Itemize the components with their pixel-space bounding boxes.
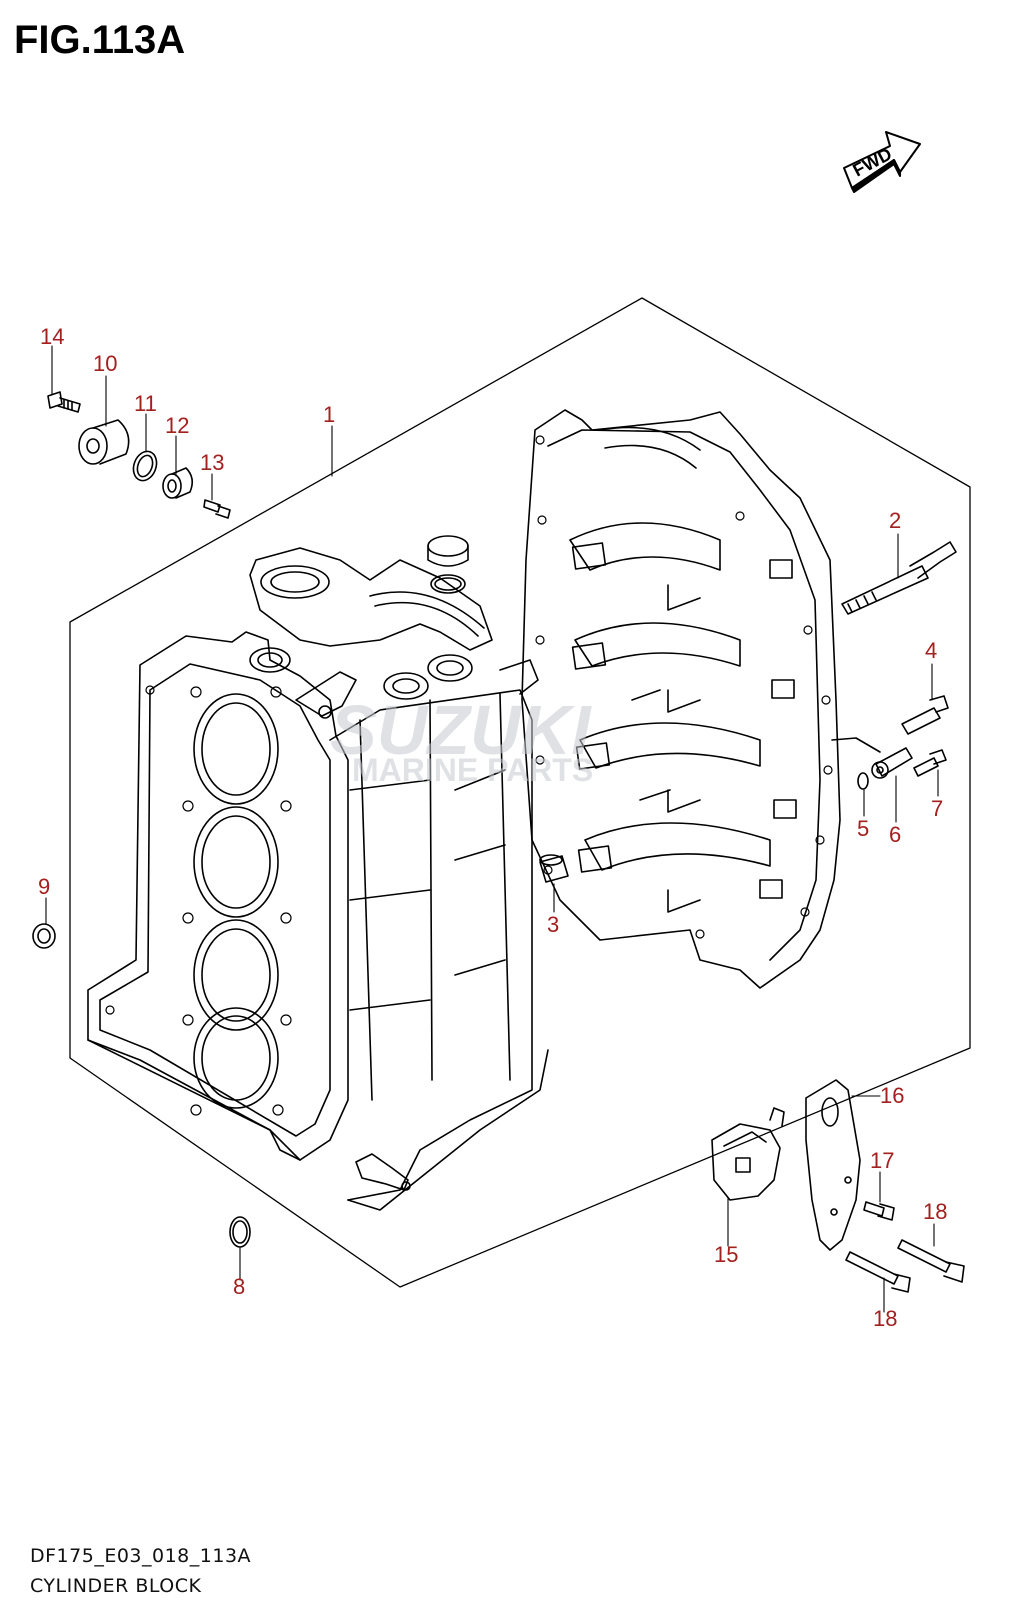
- callout-11: 11: [134, 391, 157, 416]
- bolt-17: [863, 1201, 895, 1221]
- bolt-4: [901, 695, 949, 735]
- callout-4: 4: [925, 638, 938, 663]
- crankcase: [521, 409, 841, 989]
- callout-16: 16: [880, 1083, 905, 1108]
- cylinder-block: [87, 547, 549, 1211]
- callout-5: 5: [857, 816, 870, 841]
- fwd-arrow-icon: [843, 131, 921, 193]
- bolt-18-bottom: [845, 1251, 911, 1293]
- bolt-2: [841, 541, 957, 615]
- callout-18-bottom: 18: [873, 1306, 898, 1331]
- oring-8: [229, 1216, 251, 1248]
- callout-2: 2: [889, 508, 902, 533]
- callout-14: 14: [40, 324, 65, 349]
- plate-16: [805, 1079, 861, 1251]
- callout-3: 3: [547, 912, 560, 937]
- figure-code: DF175_E03_018_113A: [30, 1545, 252, 1567]
- watermark-subtitle: MARINE PARTS: [352, 752, 594, 788]
- bracket-15: [711, 1107, 785, 1201]
- group-frame: [69, 297, 971, 1288]
- callout-17: 17: [870, 1148, 895, 1173]
- figure-name: CYLINDER BLOCK: [30, 1575, 202, 1597]
- oring-11: [132, 450, 158, 482]
- watermark-brand: SUZUKI: [330, 691, 591, 769]
- bolt-13: [203, 499, 231, 519]
- callout-15: 15: [714, 1242, 739, 1267]
- callout-7: 7: [931, 796, 944, 821]
- callout-10: 10: [93, 351, 118, 376]
- figure-title: FIG.113A: [14, 18, 186, 62]
- sensor-6: [831, 737, 913, 779]
- collar-12: [162, 467, 194, 499]
- callout-9: 9: [38, 874, 51, 899]
- callout-18-right: 18: [923, 1199, 948, 1224]
- callout-12: 12: [165, 413, 190, 438]
- bolt-14: [47, 391, 81, 413]
- oring-5: [857, 772, 869, 790]
- bolt-7: [913, 749, 947, 777]
- plug-and-oring: [427, 535, 469, 594]
- seal-9: [32, 923, 56, 949]
- callout-1: 1: [323, 402, 336, 427]
- bushing-10: [78, 419, 130, 465]
- callout-6: 6: [889, 822, 902, 847]
- leader-lines: [45, 345, 939, 1313]
- callout-8: 8: [233, 1274, 246, 1299]
- bolt-18-right: [897, 1239, 965, 1283]
- callout-13: 13: [200, 450, 225, 475]
